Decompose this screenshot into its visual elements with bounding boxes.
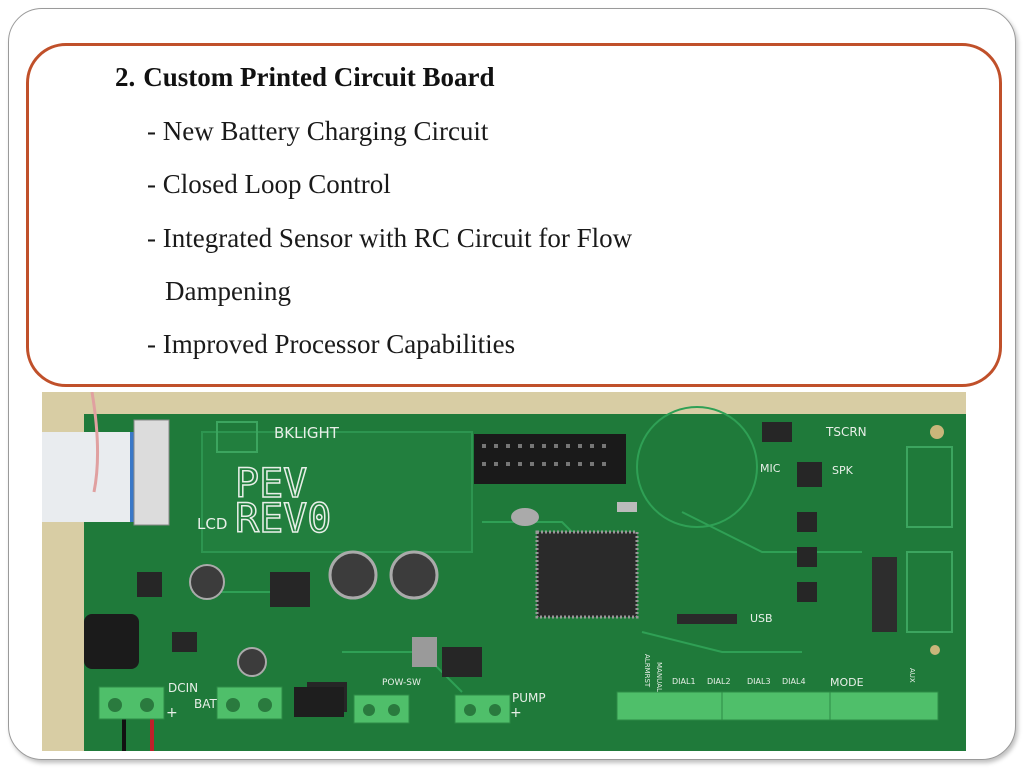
pump-label: PUMP xyxy=(512,691,546,705)
alrmrst-label: ALRMRST xyxy=(643,654,651,688)
text-callout-box: 2.Custom Printed Circuit Board - New Bat… xyxy=(26,43,1002,387)
manual-label: MANUAL xyxy=(655,662,663,692)
bullet-processor: - Improved Processor Capabilities xyxy=(147,329,516,359)
aux-label: AUX xyxy=(908,668,916,683)
mode-label: MODE xyxy=(830,676,864,689)
bullet-integrated-sensor-cont: Dampening xyxy=(165,276,291,306)
bat-label: BAT xyxy=(194,697,218,711)
dial3-label: DIAL3 xyxy=(747,677,771,686)
plus-sign: + xyxy=(166,705,178,721)
bklight-label: BKLIGHT xyxy=(274,424,340,442)
bullet-closed-loop: - Closed Loop Control xyxy=(147,169,391,199)
dial4-label: DIAL4 xyxy=(782,677,806,686)
slide-heading: 2.Custom Printed Circuit Board xyxy=(115,62,495,93)
capacitor xyxy=(328,550,378,600)
heading-text: Custom Printed Circuit Board xyxy=(143,62,495,92)
usb-label: USB xyxy=(750,612,773,625)
plus-sign: + xyxy=(510,705,522,721)
spk-label: SPK xyxy=(832,464,854,477)
inductor xyxy=(84,614,139,669)
lcd-connector xyxy=(133,419,170,526)
bullet-integrated-sensor: - Integrated Sensor with RC Circuit for … xyxy=(147,223,633,253)
rev-label: REV0 xyxy=(235,496,331,542)
mic-label: MIC xyxy=(760,462,781,475)
heading-number: 2. xyxy=(115,62,136,92)
tscrn-label: TSCRN xyxy=(825,425,867,439)
capacitor xyxy=(389,550,439,600)
pev-label: PEV xyxy=(235,461,307,507)
processor-chip xyxy=(535,530,639,619)
dial2-label: DIAL2 xyxy=(707,677,731,686)
pow-sw-label: POW-SW xyxy=(382,678,421,688)
ribbon-cable xyxy=(42,432,137,522)
pin-header xyxy=(474,434,626,484)
dcin-label: DCIN xyxy=(168,681,198,695)
pcb-illustration: BKLIGHT TSCRN MIC SPK PEV REV0 LCD USB D… xyxy=(42,392,966,751)
bullet-battery-charging: - New Battery Charging Circuit xyxy=(147,116,489,146)
lcd-label: LCD xyxy=(197,515,227,533)
pcb-photo: BKLIGHT TSCRN MIC SPK PEV REV0 LCD USB D… xyxy=(42,392,966,751)
dial1-label: DIAL1 xyxy=(672,677,696,686)
